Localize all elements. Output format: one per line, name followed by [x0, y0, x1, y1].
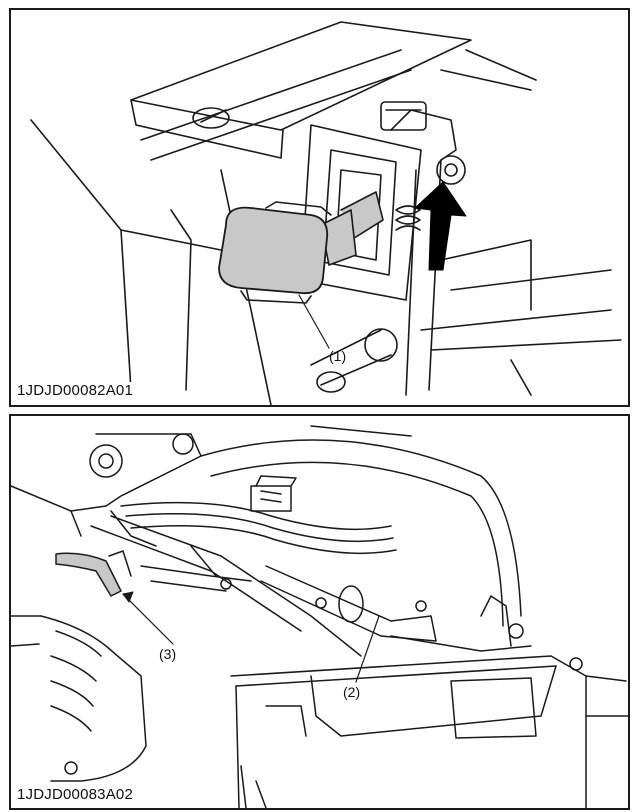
- figure-id-label: 1JDJD00082A01: [17, 382, 134, 399]
- callout-label: (3): [159, 646, 177, 662]
- up-arrow-icon: [414, 181, 467, 271]
- callout-label: (2): [343, 684, 361, 700]
- figure-panel-1: (1) 1JDJD00082A01: [9, 8, 630, 407]
- lever-knob-shape: [218, 206, 329, 295]
- figure-1-illustration: [30, 21, 622, 405]
- figure-panel-2: (3) (2) 1JDJD00083A02: [9, 414, 630, 810]
- figure-2-illustration: [11, 425, 628, 808]
- callout-label: (1): [329, 348, 347, 364]
- figure-id-label: 1JDJD00083A02: [17, 786, 134, 803]
